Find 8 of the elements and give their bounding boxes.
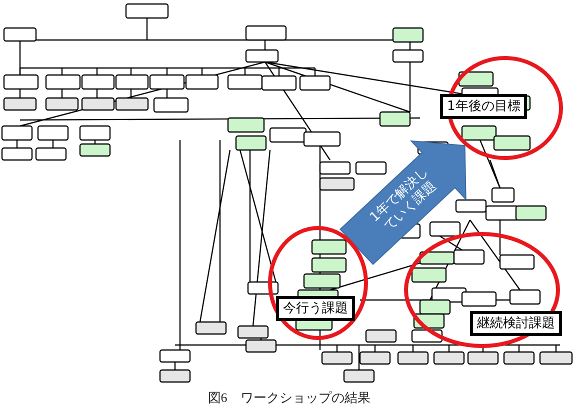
block-arrow [340,140,466,266]
edge-label: 1年で解決していく課題 [366,164,440,236]
highlight-ellipse [268,226,368,340]
figure-caption: 図6 ワークショップの結果 [208,390,370,405]
highlight-ellipse [404,232,560,348]
label-box: 1年後の目標 [440,94,528,119]
label-box: 継続検討課題 [470,311,562,336]
label-box: 今行う課題 [276,296,355,321]
